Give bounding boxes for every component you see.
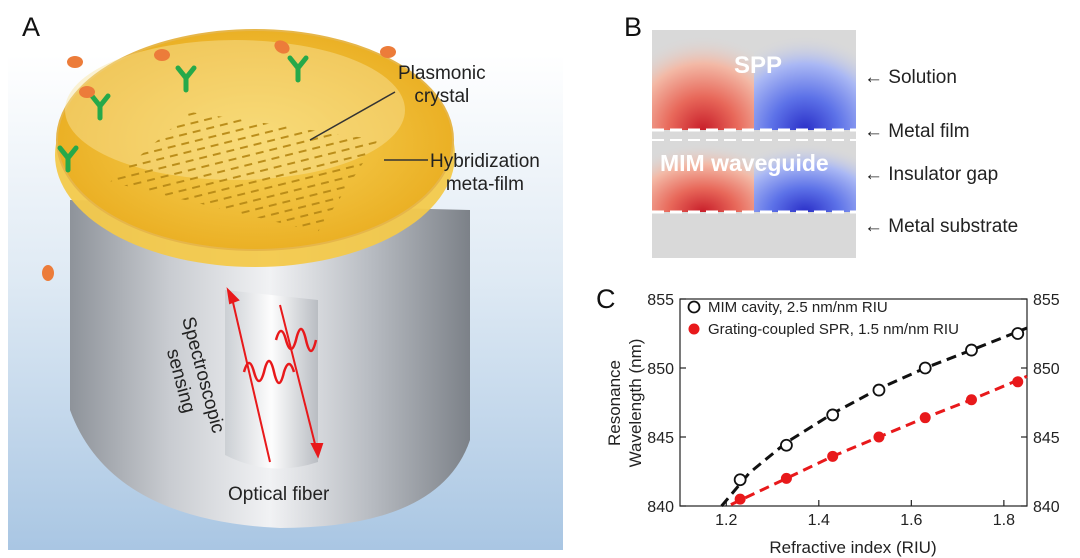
panel-a-letter: A	[22, 12, 41, 42]
y-tick-label: 855	[647, 292, 674, 309]
legend-label-series-2: Grating-coupled SPR, 1.5 nm/nm RIU	[708, 321, 959, 338]
panel-a-illustration	[8, 29, 563, 550]
antibody-icons	[57, 55, 309, 173]
legend-marker-series-2	[688, 323, 700, 335]
data-point-series-1	[826, 408, 840, 422]
panel-c-letter: C	[596, 284, 616, 314]
data-point-series-1	[1011, 327, 1025, 340]
data-point-series-2	[1012, 376, 1024, 388]
x-tick-label: 1.4	[808, 512, 830, 529]
x-tick-label: 1.8	[993, 512, 1015, 529]
data-point-series-2	[780, 472, 792, 484]
right-y-tick-label: 840	[1033, 499, 1060, 516]
y-axis-label-line2: Wavelength (nm)	[626, 339, 645, 468]
panel-b-letter: B	[624, 12, 643, 42]
spp-label: SPP	[734, 52, 783, 79]
right-y-tick-label: 855	[1033, 292, 1060, 309]
legend-marker-series-1	[687, 300, 701, 314]
mim-blue-lobe	[754, 140, 856, 212]
legend-label-series-1: MIM cavity, 2.5 nm/nm RIU	[708, 299, 888, 316]
fiber-core	[225, 290, 318, 469]
mim-red-lobe	[652, 140, 754, 212]
y-tick-label: 845	[647, 430, 674, 447]
hybridization-label: Hybridization meta-film	[430, 150, 540, 196]
mim-waveguide-label: MIM waveguide	[660, 150, 829, 176]
fit-line-series-1	[720, 326, 1028, 507]
data-point-series-2	[965, 394, 977, 406]
metal-film-band	[652, 130, 856, 140]
hybrid-label-line1: Hybridization	[430, 151, 540, 172]
antigen-icons	[42, 40, 396, 281]
x-tick-label: 1.6	[900, 512, 922, 529]
data-point-series-2	[873, 431, 885, 443]
spp-red-lobe	[652, 30, 754, 130]
light-arrows	[226, 287, 324, 463]
panel-b-field-map	[652, 30, 856, 258]
right-y-tick-label: 850	[1033, 361, 1060, 378]
hybrid-label-line2: meta-film	[445, 174, 524, 195]
plasmonic-crystal-label: Plasmonic crystal	[398, 62, 486, 108]
metal-substrate-band	[652, 212, 856, 258]
y-tick-label: 850	[647, 361, 674, 378]
y-tick-label: 840	[647, 499, 674, 516]
plasmonic-label-line1: Plasmonic	[398, 63, 486, 84]
spp-blue-lobe	[754, 30, 856, 130]
data-point-series-1	[733, 473, 747, 487]
insulator-gap-label: ← Insulator gap	[864, 164, 999, 185]
data-point-series-1	[918, 361, 932, 375]
plot-frame	[679, 298, 1028, 507]
plasmonic-crystal	[110, 112, 378, 232]
x-tick-label: 1.2	[715, 512, 737, 529]
solution-label: ← Solution	[864, 67, 957, 88]
x-axis-label: Refractive index (RIU)	[769, 538, 936, 557]
data-point-series-2	[734, 493, 746, 505]
data-point-series-1	[780, 438, 793, 452]
data-point-series-2	[919, 412, 931, 424]
solution-text: Solution	[888, 67, 957, 88]
right-y-tick-label: 845	[1033, 430, 1060, 447]
panel-c-chart: 1.2 1.4 1.6 1.8 840 845 850 855 840 845 850 855 MIM…	[605, 292, 1060, 557]
insulator-gap-text: Insulator gap	[888, 164, 999, 185]
data-point-series-1	[872, 383, 886, 397]
data-point-series-1	[965, 343, 978, 357]
optical-fiber-label: Optical fiber	[228, 484, 330, 505]
plasmonic-pointer	[309, 91, 396, 141]
y-axis-label-line1: Resonance	[605, 360, 624, 446]
metal-substrate-label: ← Metal substrate	[864, 216, 1019, 237]
plasmonic-label-line2: crystal	[414, 86, 470, 107]
data-point-series-2	[827, 450, 839, 462]
metal-film-label: ← Metal film	[864, 121, 970, 142]
metal-film-text: Metal film	[888, 121, 970, 142]
metal-substrate-text: Metal substrate	[888, 216, 1019, 237]
